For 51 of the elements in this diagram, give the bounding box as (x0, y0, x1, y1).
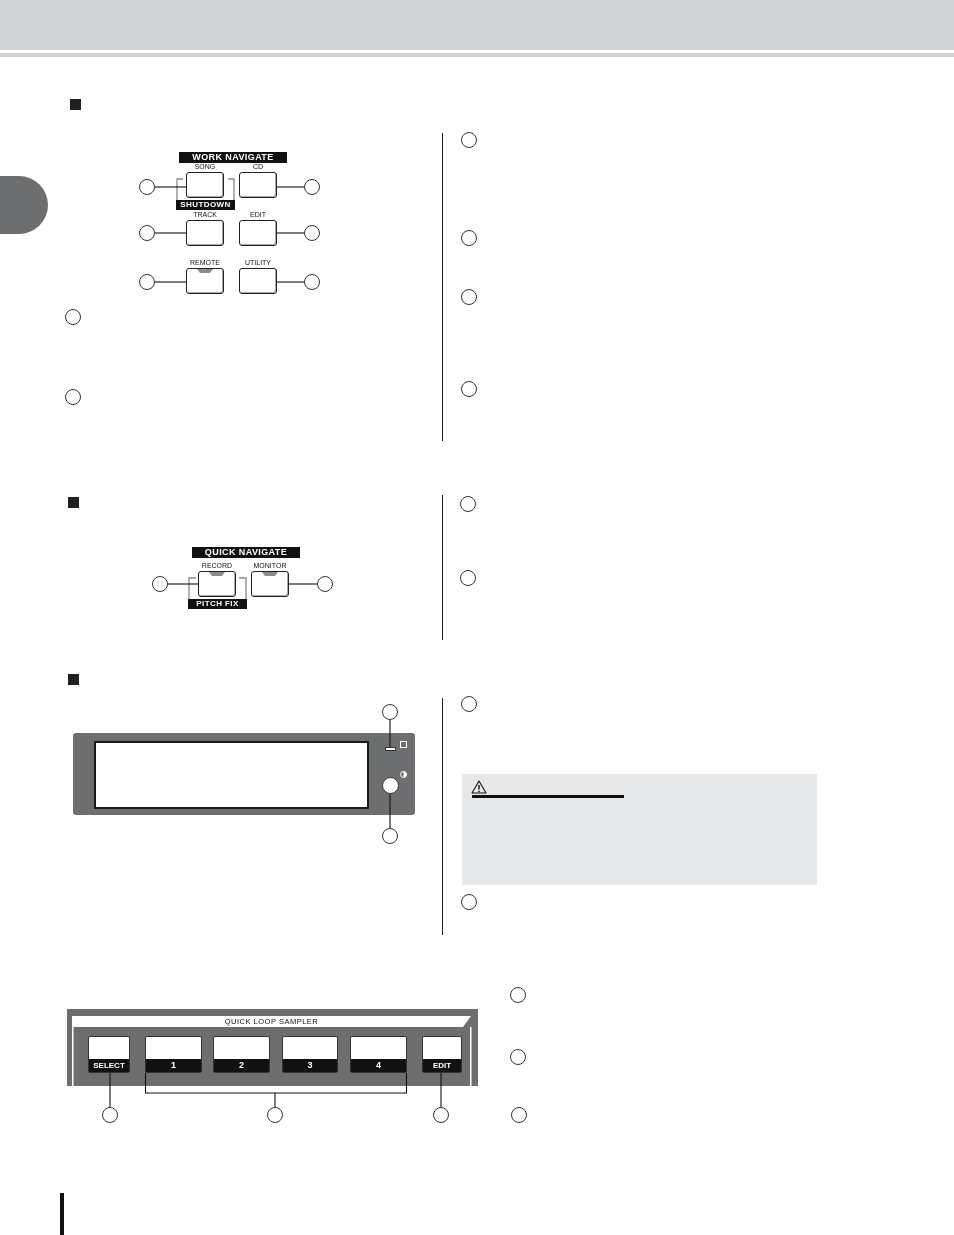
panel-button: 2 (213, 1036, 270, 1073)
callout-circle (317, 576, 333, 592)
callout-circle (267, 1107, 283, 1123)
callout-circle (304, 179, 320, 195)
panel-button: SELECT (88, 1036, 130, 1073)
callout-circle (461, 230, 477, 246)
panel-label: SHUTDOWN (176, 200, 235, 210)
leader-line (109, 1072, 111, 1108)
callout-circle (304, 225, 320, 241)
callout-circle (461, 894, 477, 910)
callout-circle (461, 381, 477, 397)
callout-circle (139, 274, 155, 290)
leader-line (276, 186, 305, 188)
callout-circle (139, 179, 155, 195)
callout-circle (460, 570, 476, 586)
leader-line (288, 583, 318, 585)
panel-button: 4 (350, 1036, 407, 1073)
leader-line (276, 281, 305, 283)
callout-circle (461, 132, 477, 148)
leader-line (154, 281, 187, 283)
callout-circle (65, 389, 81, 405)
callout-circle (461, 289, 477, 305)
leader-line (440, 1072, 442, 1108)
leader-line (154, 232, 187, 234)
callout-circle (511, 1107, 527, 1123)
callout-circle (382, 704, 398, 720)
leader-line (276, 232, 305, 234)
panel-label: WORK NAVIGATE (179, 152, 287, 163)
leader-line (389, 793, 391, 829)
callout-circle (510, 987, 526, 1003)
panel-button: 1 (145, 1036, 202, 1073)
callout-circle (139, 225, 155, 241)
panel-button: 3 (282, 1036, 338, 1073)
indicator-led (385, 747, 396, 751)
callout-circle (382, 828, 398, 844)
callout-circle (65, 309, 81, 325)
panel-button: EDIT (422, 1036, 462, 1073)
callout-circle (304, 274, 320, 290)
leader-line (154, 186, 187, 188)
callout-circle (102, 1107, 118, 1123)
callout-circle (510, 1049, 526, 1065)
leader-line (167, 583, 199, 585)
callout-circle (461, 696, 477, 712)
leader-line (389, 719, 391, 748)
caution-panel (462, 774, 817, 885)
sampler-panel (67, 1009, 478, 1086)
callout-circle (433, 1107, 449, 1123)
callout-circle (460, 496, 476, 512)
callout-circle (152, 576, 168, 592)
panel-label: QUICK NAVIGATE (192, 547, 300, 558)
panel-label: PITCH FIX (188, 599, 247, 609)
